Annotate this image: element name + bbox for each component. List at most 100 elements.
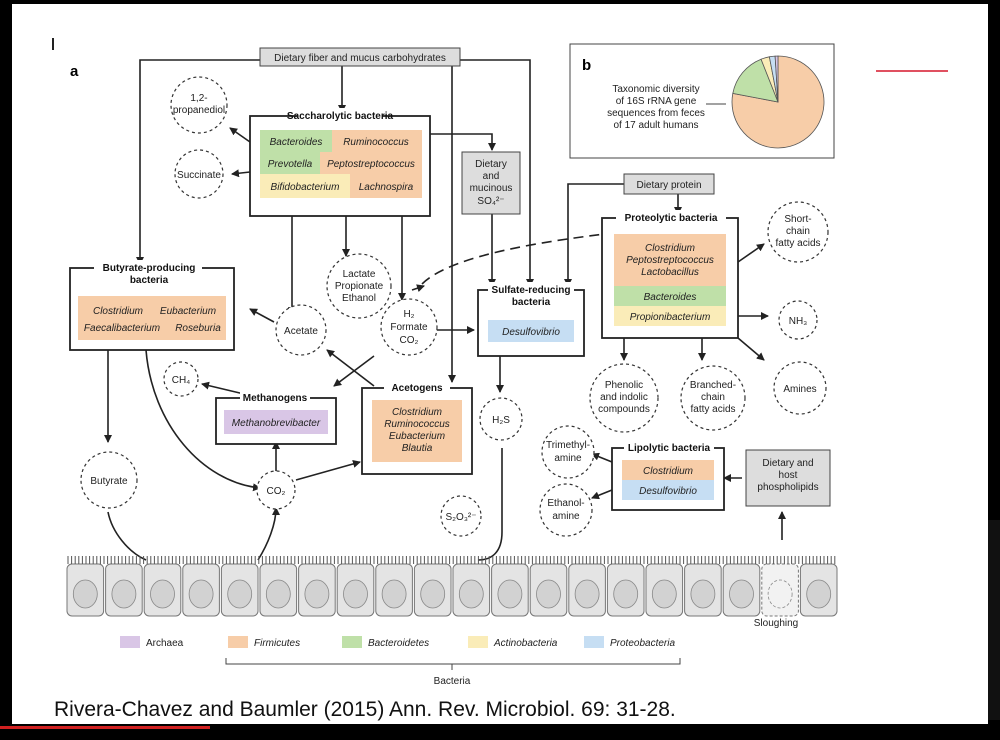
branched-line3: fatty acids xyxy=(690,404,735,415)
propanediol-line2: propanediol xyxy=(173,105,225,116)
acetogens-genus-1: Clostridium xyxy=(392,407,442,418)
saccharolytic-title: Saccharolytic bacteria xyxy=(287,111,394,122)
butyrate-title-2: bacteria xyxy=(130,275,169,286)
acetogens-genus-3: Eubacterium xyxy=(389,431,445,442)
sacch-genus-2: Ruminococcus xyxy=(343,137,409,148)
scfa-line2: chain xyxy=(786,226,810,237)
cell-nucleus xyxy=(690,579,716,609)
butyrate-title-1: Butyrate-producing xyxy=(103,263,196,274)
panel-b: b Taxonomic diversity of 16S rRNA gene s… xyxy=(569,43,835,159)
proteo-genus-5: Propionibacterium xyxy=(630,312,711,323)
so4-line3: mucinous xyxy=(470,183,513,194)
butyrate-genus-3: Faecalibacterium xyxy=(84,323,160,334)
sacch-genus-1: Bacteroides xyxy=(270,137,323,148)
dietary-protein-text: Dietary protein xyxy=(636,180,701,191)
trimethylamine-line1: Trimethyl- xyxy=(546,440,590,451)
methanogens-title: Methanogens xyxy=(243,393,308,404)
sulfate-reducing-box: Sulfate-reducing bacteria Desulfovibrio xyxy=(477,282,585,357)
cell-nucleus xyxy=(381,579,407,609)
so4-line2: and xyxy=(483,171,500,182)
nh3-label: NH₃ xyxy=(789,316,808,327)
ethanolamine-line2: amine xyxy=(552,511,580,522)
lactate-line3: Ethanol xyxy=(342,293,376,304)
cell-nucleus xyxy=(343,579,368,609)
formate-label: Formate xyxy=(390,322,428,333)
window-edge xyxy=(988,520,1000,720)
cell-nucleus xyxy=(420,579,446,609)
pie-slice-bacteroidetes xyxy=(732,58,779,103)
sacch-genus-5: Bifidobacterium xyxy=(271,182,340,193)
pie-slice-archaea xyxy=(774,55,779,103)
cell-nucleus xyxy=(536,579,561,609)
lactate-line1: Lactate xyxy=(343,269,376,280)
slide-accent-line xyxy=(876,70,948,72)
sacch-genus-4: Peptostreptococcus xyxy=(327,159,415,170)
bacteria-label: Bacteria xyxy=(434,676,471,687)
branched-line2: chain xyxy=(701,392,725,403)
phospholipids-line1: Dietary and xyxy=(762,458,813,469)
proteo-genus-3: Lactobacillus xyxy=(641,267,699,278)
trimethylamine-line2: amine xyxy=(554,453,582,464)
cell-nucleus xyxy=(188,579,214,609)
acetogens-genus-2: Ruminococcus xyxy=(384,419,450,430)
cell-nucleus xyxy=(497,579,523,609)
dietary-fiber-box: Dietary fiber and mucus carbohydrates xyxy=(259,47,461,67)
dietary-protein-box: Dietary protein xyxy=(623,173,715,195)
legend-swatch-firmicutes xyxy=(228,636,248,648)
lipolytic-title: Lipolytic bacteria xyxy=(628,443,711,454)
proteo-genus-2: Peptostreptococcus xyxy=(626,255,714,266)
butyrate-genus-4: Roseburia xyxy=(175,323,221,334)
pie-text-1: Taxonomic diversity xyxy=(612,84,699,95)
cell-nucleus xyxy=(265,579,291,609)
h2-label: H₂ xyxy=(403,309,414,320)
metabolite-circles xyxy=(80,76,829,537)
pathway-arrows xyxy=(104,59,786,561)
panel-a-label: a xyxy=(70,63,79,80)
legend-label-firmicutes: Firmicutes xyxy=(254,638,300,649)
phospholipids-line2: host xyxy=(779,470,798,481)
bacteria-bracket xyxy=(225,658,681,665)
saccharolytic-box: Saccharolytic bacteria Bacteroides Rumin… xyxy=(249,108,431,217)
pie-text-4: of 17 adult humans xyxy=(613,120,698,131)
legend-swatch-bacteroidetes xyxy=(342,636,362,648)
butyrate-label: Butyrate xyxy=(90,476,128,487)
proteo-genus-1: Clostridium xyxy=(645,243,695,254)
lipolytic-genus-2: Desulfovibrio xyxy=(639,486,697,497)
co2-label: CO₂ xyxy=(267,486,286,497)
scfa-line3: fatty acids xyxy=(775,238,820,249)
phospholipids-box: Dietary and host phospholipids xyxy=(745,449,831,507)
microbiota-diagram: a xyxy=(66,43,838,687)
acetogens-box: Acetogens Clostridium Ruminococcus Eubac… xyxy=(361,380,473,475)
ethanolamine-line1: Ethanol- xyxy=(547,498,584,509)
acetate-label: Acetate xyxy=(284,326,318,337)
s2o3-label: S₂O₃²⁻ xyxy=(445,512,476,523)
lipolytic-box: Lipolytic bacteria Clostridium Desulfovi… xyxy=(611,440,725,511)
butyrate-producing-box: Butyrate-producing bacteria Clostridium … xyxy=(69,260,235,351)
proteo-genus-4: Bacteroides xyxy=(644,292,697,303)
cell-nucleus xyxy=(574,579,600,609)
cell-nucleus xyxy=(150,579,175,609)
propanediol-line1: 1,2- xyxy=(190,93,207,104)
butyrate-genus-2: Eubacterium xyxy=(160,306,216,317)
phenolic-line3: compounds xyxy=(598,404,650,415)
video-progress-bar[interactable] xyxy=(0,726,210,729)
slide-tick xyxy=(52,38,54,50)
cell-nucleus xyxy=(767,579,793,609)
branched-line1: Branched- xyxy=(690,380,736,391)
amines-label: Amines xyxy=(783,384,816,395)
slide: a xyxy=(12,4,988,724)
lactate-line2: Propionate xyxy=(335,281,384,292)
sloughing-label: Sloughing xyxy=(754,618,798,629)
scfa-line1: Short- xyxy=(784,214,811,225)
srb-genus: Desulfovibrio xyxy=(502,327,560,338)
sacch-genus-6: Lachnospira xyxy=(359,182,414,193)
phenolic-line1: Phenolic xyxy=(605,380,643,391)
dashed-arc xyxy=(421,231,623,285)
citation: Rivera-Chavez and Baumler (2015) Ann. Re… xyxy=(54,698,676,721)
cell-nucleus xyxy=(458,579,484,609)
legend-swatch-archaea xyxy=(120,636,140,648)
pie-text-3: sequences from feces xyxy=(607,108,705,119)
legend-label-proteobacteria: Proteobacteria xyxy=(610,638,675,649)
srb-title-2: bacteria xyxy=(512,297,551,308)
proteolytic-title: Proteolytic bacteria xyxy=(625,213,718,224)
